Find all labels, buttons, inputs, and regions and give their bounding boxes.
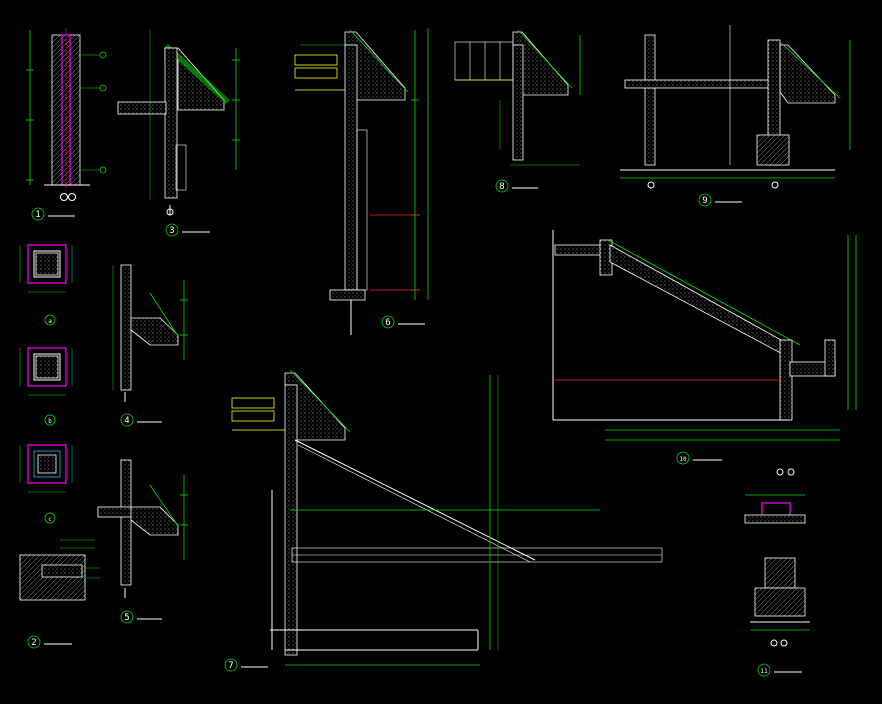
detail-10-eave-section — [552, 230, 857, 441]
detail-9-section — [620, 25, 851, 189]
detail-3-tag[interactable]: 3 — [165, 223, 210, 237]
detail-8-number: 8 — [499, 182, 504, 192]
column-section-b — [19, 347, 73, 396]
detail-11-section — [744, 468, 810, 647]
detail-6-number: 6 — [385, 318, 390, 328]
detail-2-tag[interactable]: 2 — [27, 635, 72, 649]
detail-6-tag[interactable]: 6 — [381, 315, 425, 329]
detail-4-number: 4 — [124, 416, 129, 426]
column-section-b-tag[interactable]: b — [44, 414, 56, 426]
section-c-letter: c — [48, 516, 52, 523]
detail-11-tag[interactable]: 11 — [757, 663, 802, 677]
detail-5-canopy-section — [97, 459, 188, 598]
detail-8-eave-section — [454, 29, 581, 166]
detail-5-tag[interactable]: 5 — [120, 610, 162, 624]
column-section-a — [19, 244, 73, 293]
detail-1-tag[interactable]: 1 — [31, 207, 75, 221]
column-section-c-tag[interactable]: c — [44, 512, 56, 524]
section-b-letter: b — [48, 418, 52, 425]
detail-3-number: 3 — [169, 226, 174, 236]
detail-4-canopy-section — [112, 264, 188, 402]
detail-4-tag[interactable]: 4 — [120, 413, 162, 427]
detail-9-tag[interactable]: 9 — [698, 193, 742, 207]
detail-1-number: 1 — [35, 210, 40, 220]
detail-10-number: 10 — [679, 456, 687, 463]
column-section-a-tag[interactable]: a — [44, 314, 56, 326]
detail-3-eave-section — [117, 30, 240, 216]
section-a-letter: a — [48, 318, 52, 325]
detail-1-wall-pier — [26, 28, 107, 201]
detail-7-number: 7 — [228, 661, 233, 671]
detail-10-tag[interactable]: 10 — [676, 451, 722, 465]
detail-2-floor-edge — [19, 539, 100, 601]
detail-8-tag[interactable]: 8 — [495, 179, 538, 193]
column-section-c — [19, 444, 73, 493]
detail-5-number: 5 — [124, 613, 129, 623]
detail-7-section — [231, 369, 663, 666]
detail-7-tag[interactable]: 7 — [224, 658, 268, 672]
detail-11-number: 11 — [760, 668, 768, 675]
detail-6-wall-section — [294, 28, 429, 335]
detail-2-number: 2 — [31, 638, 36, 648]
detail-9-number: 9 — [702, 196, 707, 206]
